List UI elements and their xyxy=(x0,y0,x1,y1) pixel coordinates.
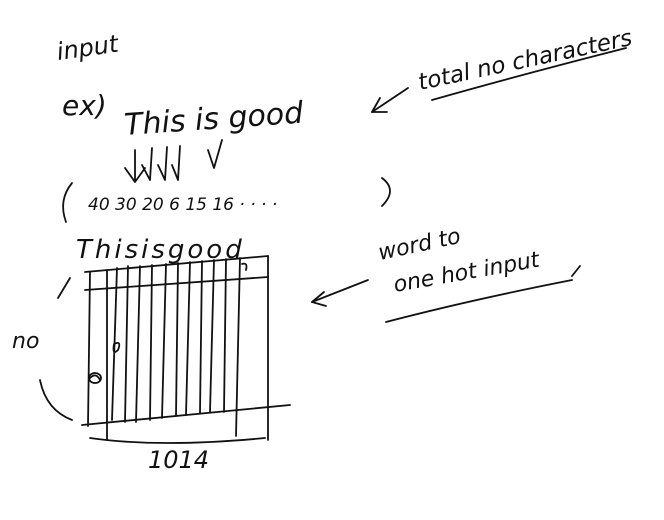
letter-arrows xyxy=(124,139,223,183)
width-bracket xyxy=(89,437,266,444)
label-example: ex) xyxy=(62,89,107,122)
one-hot-matrix xyxy=(81,255,291,441)
vector-brackets xyxy=(62,177,391,223)
rows-bracket xyxy=(57,277,71,299)
one-hot-underline xyxy=(385,279,573,323)
label-sentence: This is good xyxy=(123,96,305,143)
arrow-left-icon xyxy=(311,279,369,307)
label-rows: no xyxy=(12,329,39,354)
label-input: input xyxy=(55,29,122,66)
label-total-chars: total no characters xyxy=(416,25,635,96)
total-chars-underline xyxy=(431,47,627,101)
label-word-to: word to xyxy=(376,224,463,266)
label-vector: 40 30 20 6 15 16 · · · · xyxy=(88,195,277,215)
label-width: 1014 xyxy=(148,446,209,474)
arrow-left-icon xyxy=(371,87,409,113)
